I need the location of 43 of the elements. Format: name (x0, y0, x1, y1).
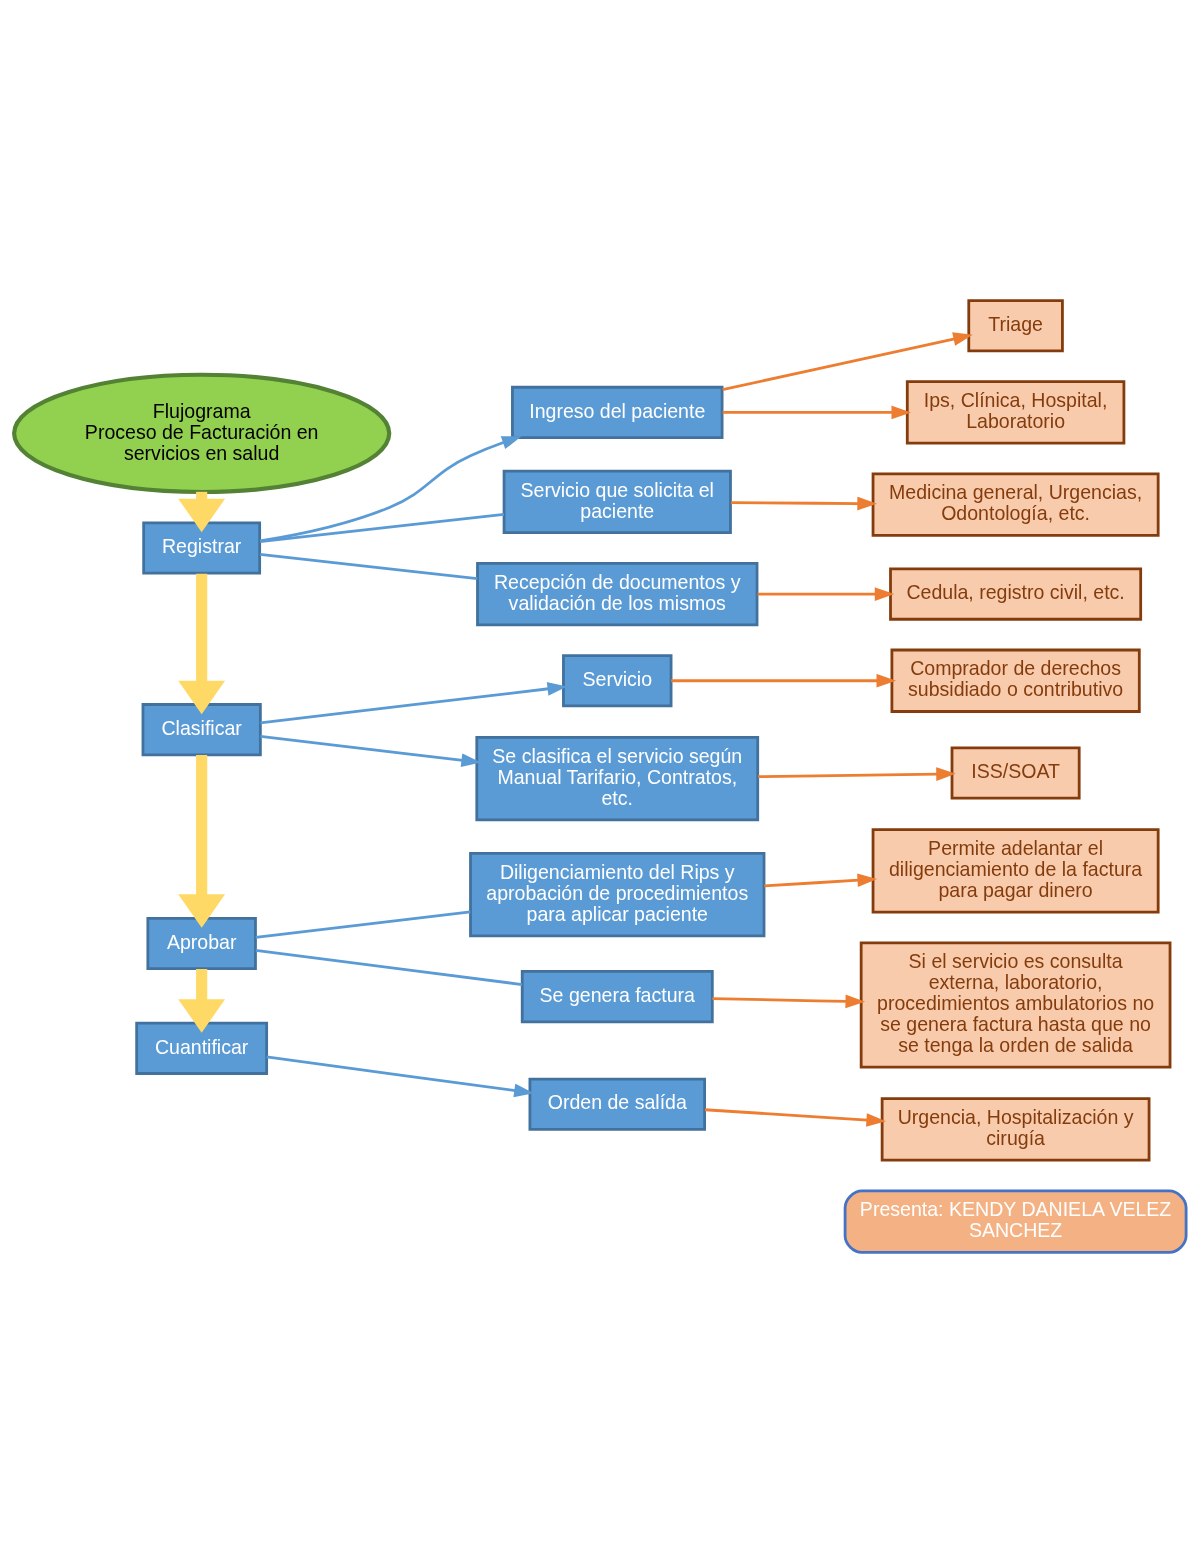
arrow (260, 682, 568, 725)
node-box: Permite adelantar el diligenciamiento de la factura para pagar dinero (871, 828, 1160, 914)
node-box: Servicio (562, 654, 673, 708)
node-box: Cedula, registro civil, etc. (889, 567, 1143, 621)
connector (259, 512, 505, 543)
node-box: Servicio que solicita el paciente (502, 469, 732, 534)
node-box: Presenta: KENDY DANIELA VELEZ SANCHEZ (843, 1189, 1188, 1254)
arrow (671, 673, 897, 688)
arrow (178, 573, 226, 715)
connector (255, 910, 471, 939)
arrow (730, 496, 877, 511)
node-box: Se genera factura (520, 970, 714, 1024)
arrow (757, 587, 895, 601)
arrow (722, 332, 973, 391)
node-box: Comprador de derechos subsidiado o contributivo (890, 648, 1141, 713)
node-box: Urgencia, Hospitalización y cirugía (880, 1097, 1151, 1162)
arrow (704, 1108, 886, 1127)
arrow (712, 994, 866, 1009)
arrow (722, 405, 912, 420)
node-box: Se clasifica el servicio según Manual Tarifario, Contratos, etc. (475, 735, 760, 822)
connector (255, 948, 523, 986)
node-box: Triage (967, 299, 1064, 353)
node-box: Cuantificar (135, 1021, 269, 1075)
node-box: Registrar (142, 521, 262, 575)
connector (259, 552, 478, 581)
arrow (758, 767, 956, 781)
node-box: Aprobar (146, 916, 257, 971)
arrow (764, 873, 878, 888)
node-box: Medicina general, Urgencias, Odontología, etc. (871, 472, 1160, 537)
node-box: Clasificar (141, 703, 262, 757)
node-box: Si el servicio es consulta externa, laboratorio, procedimientos ambulatorios no se genera factura hasta que no se tenga la orden de salida (859, 941, 1172, 1069)
node-box: ISS/SOAT (950, 746, 1081, 800)
node-box: Orden de salída (528, 1077, 706, 1131)
node-box: Ingreso del paciente (511, 385, 724, 439)
node-box: Diligenciamiento del Rips y aprobación de procedimientos para aplicar paciente (469, 851, 766, 938)
node-box: Ips, Clínica, Hospital, Laboratorio (905, 380, 1126, 445)
node-ellipse: Flujograma Proceso de Facturación en servicios en salud (12, 372, 392, 495)
arrow (266, 1055, 534, 1098)
arrow (259, 436, 522, 543)
arrow (178, 968, 226, 1033)
arrow (260, 735, 481, 768)
arrow (178, 755, 226, 928)
node-box: Recepción de documentos y validación de los mismos (476, 561, 759, 627)
